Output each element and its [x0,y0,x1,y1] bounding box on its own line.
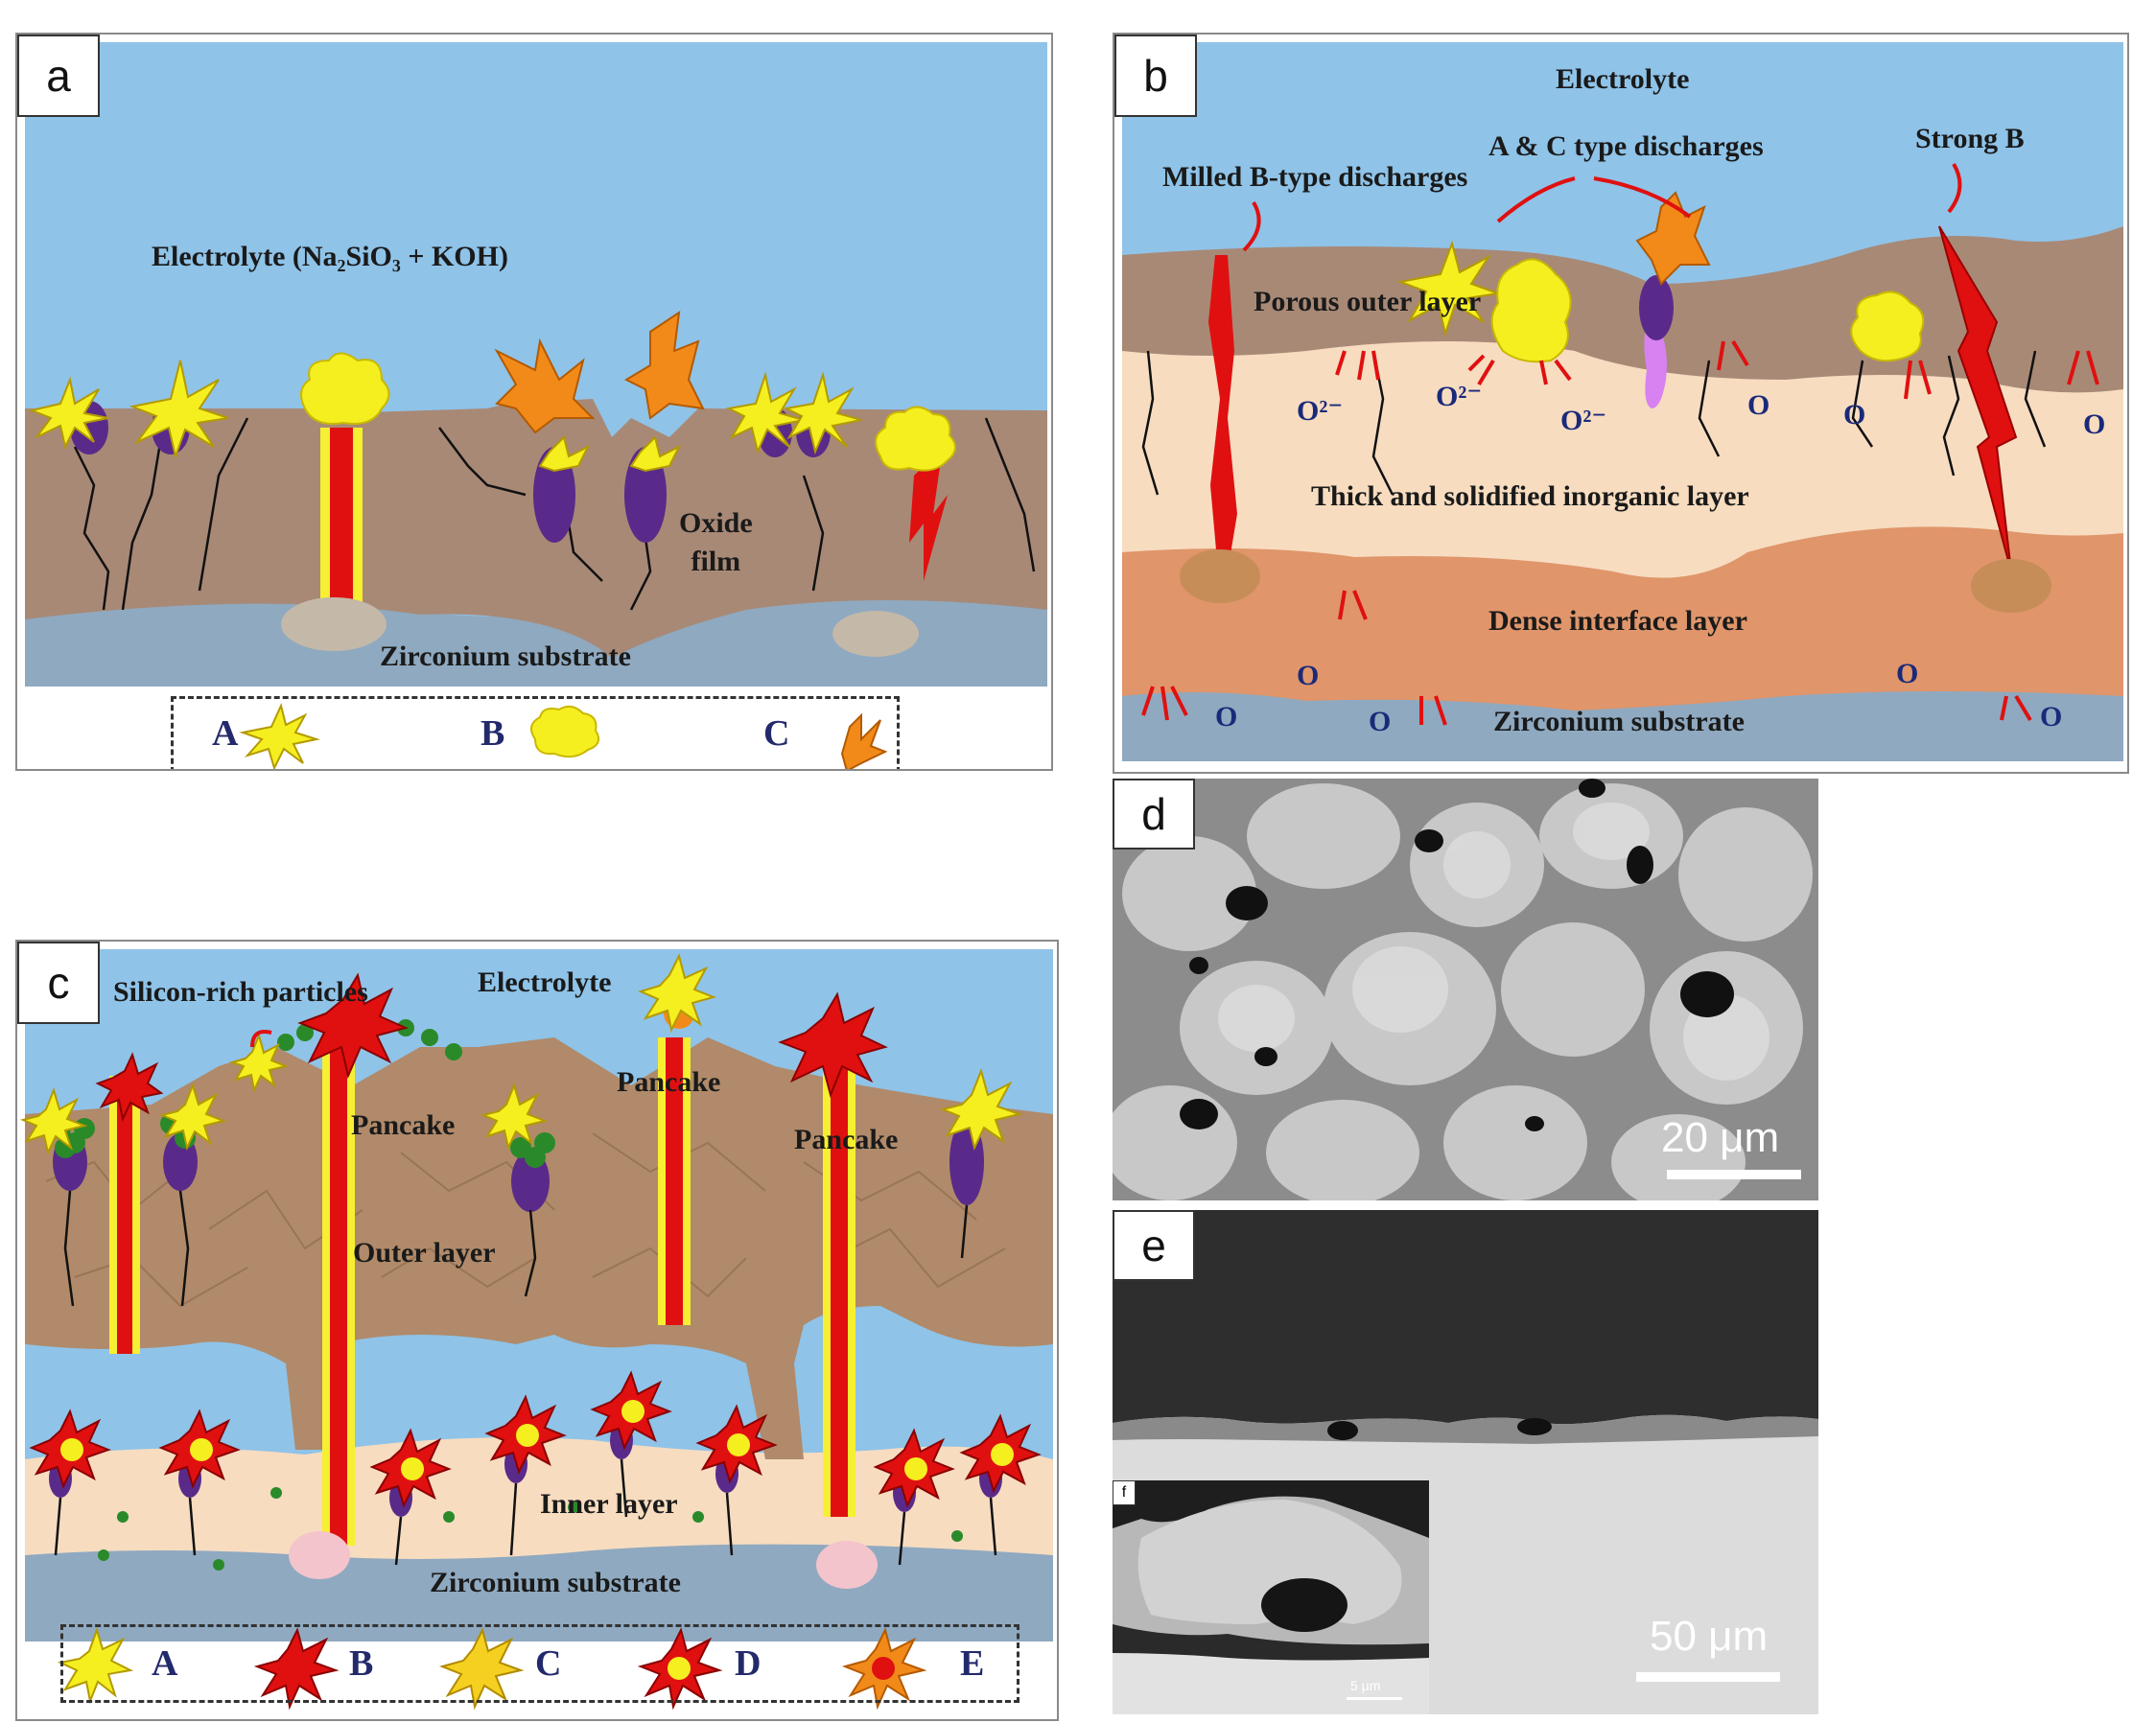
panel-a: a Electrolyte (Na₂SiO₃ + KOH) Oxide film… [15,33,1053,771]
panel-f-label: f [1113,1480,1136,1505]
oxide-film-label: Oxide film [679,507,753,577]
panel-a-illustration [17,35,1051,769]
scale-label-5um: 5 μm [1350,1678,1381,1693]
electrolyte-label: Electrolyte [478,966,612,998]
electrolyte-label: Electrolyte (Na₂SiO₃ + KOH) [152,241,508,272]
scale-bar-50um [1636,1672,1780,1682]
type-b-discharges [300,352,956,472]
o2-ion-1: O²⁻ [1297,395,1344,427]
scale-bar-5um [1347,1697,1402,1700]
red-bursts [95,972,888,1123]
type-c-discharges [494,310,705,434]
panel-b-illustration [1114,35,2127,772]
panel-c-legend: A B C D E [60,1624,1019,1703]
pancake-label-2: Pancake [617,1066,721,1098]
scale-bar-20um [1667,1170,1801,1179]
strong-b-label: Strong B [1915,123,2025,154]
o2-ion-2: O²⁻ [1436,381,1483,412]
red-arrows [1141,162,2099,726]
legend-c: C [763,713,790,754]
outer-layer-label: Outer layer [353,1237,496,1269]
ac-discharges-label: A & C type discharges [1488,130,1764,162]
thick-layer-label: Thick and solidified inorganic layer [1311,480,1749,512]
panel-c: c Silicon-rich particles Electrolyte Pan… [15,940,1059,1721]
legend-d: D [735,1643,762,1684]
dense-layer-label: Dense interface layer [1488,605,1747,637]
substrate-label: Zirconium substrate [430,1567,681,1598]
substrate-label: Zirconium substrate [380,640,631,672]
panel-c-label: c [17,942,100,1024]
o-atom-7: O [1369,706,1392,737]
type-a-discharges [28,360,862,473]
o-atom-6: O [1215,701,1238,733]
panel-f-inset: f 5 μm [1113,1480,1429,1714]
o-atom-5: O [1896,658,1919,689]
porous-outer-label: Porous outer layer [1254,286,1482,317]
legend-a: A [212,713,239,754]
pancake-label-1: Pancake [351,1109,456,1141]
milled-b-label: Milled B-type discharges [1162,161,1468,193]
o-atom-4: O [1297,660,1320,691]
legend-a: A [152,1643,178,1684]
o-atom-1: O [1747,389,1770,421]
legend-c: C [535,1643,562,1684]
o-atom-3: O [2083,408,2106,440]
silicon-particles-label: Silicon-rich particles [113,976,368,1008]
o-atom-8: O [2040,701,2063,733]
pancake-label-3: Pancake [794,1124,899,1155]
panel-b-label: b [1114,35,1197,117]
scale-label-20um: 20 μm [1661,1114,1780,1161]
panel-d-label: d [1113,779,1195,850]
sem-inset-image [1113,1480,1429,1714]
o-atom-2: O [1843,399,1866,431]
electrolyte-label: Electrolyte [1556,63,1690,95]
inner-layer-label: Inner layer [540,1488,678,1520]
type-a-discharges [19,953,1023,1156]
panel-e: e 50 μm f 5 μm [1113,1210,1818,1714]
o2-ion-3: O²⁻ [1560,405,1607,436]
panel-c-illustration [17,942,1057,1719]
legend-b: B [349,1643,374,1684]
panel-a-legend: A B C [171,696,900,769]
panel-e-label: e [1113,1210,1195,1281]
sem-cross-section-image [1113,1210,1818,1714]
panel-b: b Electrolyte A & C type discharges Mill… [1113,33,2129,774]
crack-lines [54,1190,997,1566]
discharge-channels [109,1037,855,1546]
panel-d: d 20 μm [1113,779,1818,1200]
legend-e: E [960,1643,985,1684]
legend-b: B [480,713,505,754]
scale-label-50um: 50 μm [1650,1613,1769,1660]
substrate-label: Zirconium substrate [1493,706,1745,737]
panel-a-label: a [17,35,100,117]
sem-pores [1180,779,1734,1131]
sem-surface-image [1113,779,1818,1200]
